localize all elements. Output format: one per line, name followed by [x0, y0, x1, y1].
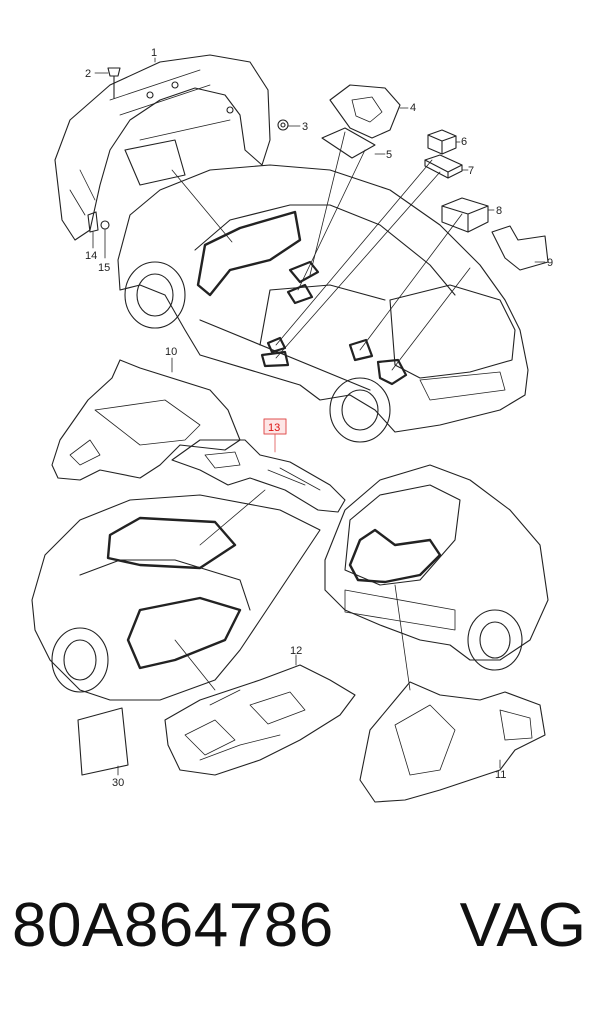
part-6-block [427, 129, 461, 155]
callout-labels: 1 2 3 4 5 6 7 8 9 10 11 12 13 14 15 30 [85, 47, 553, 789]
callout-7: 7 [468, 165, 474, 177]
vehicle-top-view [117, 164, 529, 443]
vehicle-bottom-left-view [31, 489, 321, 701]
part-number: 80A864786 [12, 891, 334, 960]
part-7-strip [424, 154, 469, 179]
part-9-bracket [491, 225, 549, 271]
callout-4: 4 [410, 102, 416, 114]
leader-lines-top [154, 57, 471, 371]
callout-10: 10 [165, 346, 177, 358]
callout-11: 11 [495, 769, 506, 781]
part-3-nut [277, 119, 301, 131]
part-12-floor-insulation [164, 654, 356, 776]
part-1-wheel-arch-liner [54, 54, 271, 241]
callout-15: 15 [98, 262, 110, 274]
callout-9: 9 [547, 257, 553, 269]
part-13-insulation-strip [171, 439, 346, 513]
part-5-pad [321, 127, 386, 159]
callout-1: 1 [151, 47, 157, 59]
callout-8: 8 [496, 205, 502, 217]
part-2-clip [94, 67, 121, 99]
callout-6: 6 [461, 136, 467, 148]
callout-2: 2 [85, 68, 91, 80]
part-8-block [441, 197, 495, 233]
brand-label: VAG [459, 891, 586, 960]
callout-12: 12 [290, 645, 302, 657]
part-11-rear-trim [359, 681, 546, 803]
callout-14: 14 [85, 250, 97, 262]
part-10-wheelhouse-panel [51, 357, 241, 481]
callout-3: 3 [302, 121, 308, 133]
callout-5: 5 [386, 149, 392, 161]
vehicle-bottom-right-view [324, 464, 549, 691]
part-4-insulation-cap [329, 84, 409, 139]
part-14-15-fasteners [87, 211, 110, 259]
callout-13: 13 [268, 422, 280, 434]
part-30-sheet [77, 707, 129, 776]
exploded-parts-diagram: 1 2 3 4 5 6 7 8 9 10 11 12 13 14 15 30 [31, 47, 553, 803]
callout-30: 30 [112, 777, 124, 789]
